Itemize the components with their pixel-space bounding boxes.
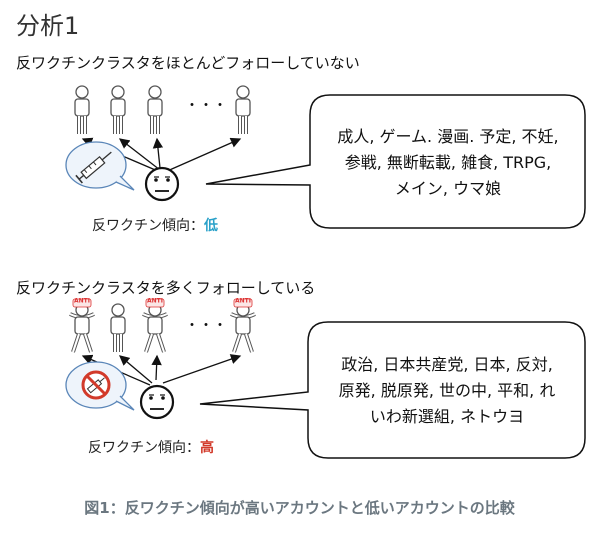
svg-text:ANTI: ANTI <box>147 298 163 305</box>
tendency-label: 反ワクチン傾向： <box>92 218 204 234</box>
anti-person-icon: ANTI <box>141 297 169 354</box>
ellipsis-dots: ・・・ <box>185 318 227 334</box>
svg-text:ANTI: ANTI <box>74 298 90 305</box>
section1-bubble-text: 成人, ゲーム. 漫画. 予定, 不妊, 参戦, 無断転載, 雑食, TRPG,… <box>312 124 584 202</box>
bubble-line: メイン, ウマ娘 <box>394 179 502 198</box>
svg-text:ANTI: ANTI <box>235 298 251 305</box>
section1-heading: 反ワクチンクラスタをほとんどフォローしていない <box>16 54 360 72</box>
person-icon <box>109 302 127 354</box>
tendency-value: 高 <box>200 440 214 456</box>
person-icon <box>146 84 164 136</box>
thought-bubble-no-vaccine <box>65 361 135 411</box>
neutral-face-icon <box>139 384 175 420</box>
follow-arrow <box>118 138 161 171</box>
ellipsis-dots: ・・・ <box>185 98 227 114</box>
section1-diagram: ・・・ <box>65 84 586 229</box>
speech-bubble <box>205 94 586 229</box>
follow-arrow <box>152 137 164 169</box>
anti-person-icon: ANTI <box>68 297 96 354</box>
figure-caption: 図1：反ワクチン傾向が高いアカウントと低いアカウントの比較 <box>84 499 515 517</box>
tendency-value: 低 <box>204 218 218 234</box>
section2-heading: 反ワクチンクラスタを多くフォローしている <box>16 279 316 297</box>
person-icon <box>109 84 127 136</box>
bubble-line: 参戦, 無断転載, 雑食, TRPG, <box>344 153 552 172</box>
bubble-line: いわ新選組, ネトウヨ <box>369 407 525 426</box>
neutral-face-icon <box>144 166 180 202</box>
speech-bubble <box>199 321 586 459</box>
page-title: 分析1 <box>16 12 80 40</box>
thought-bubble-syringe <box>65 141 135 191</box>
tendency-label: 反ワクチン傾向： <box>88 440 200 456</box>
section2-tendency: 反ワクチン傾向：高 <box>88 437 214 457</box>
follow-arrow <box>151 354 162 381</box>
section2-bubble-text: 政治, 日本共産党, 日本, 反対, 原発, 脱原発, 世の中, 平和, れ い… <box>310 352 584 430</box>
section1-tendency: 反ワクチン傾向：低 <box>92 215 218 235</box>
no-syringe-icon <box>81 370 111 400</box>
anti-person-icon: ANTI <box>229 297 257 354</box>
bubble-line: 原発, 脱原発, 世の中, 平和, れ <box>338 381 556 400</box>
person-icon <box>234 84 252 136</box>
follow-arrow <box>119 355 153 384</box>
follow-arrow <box>162 354 242 384</box>
bubble-line: 成人, ゲーム. 漫画. 予定, 不妊, <box>337 127 559 146</box>
follow-arrow <box>164 137 242 173</box>
person-icon <box>73 84 91 136</box>
section2-diagram: ANTI ANTI ANTI ・・・ <box>65 297 586 459</box>
syringe-icon <box>75 151 112 184</box>
bubble-line: 政治, 日本共産党, 日本, 反対, <box>341 355 553 374</box>
